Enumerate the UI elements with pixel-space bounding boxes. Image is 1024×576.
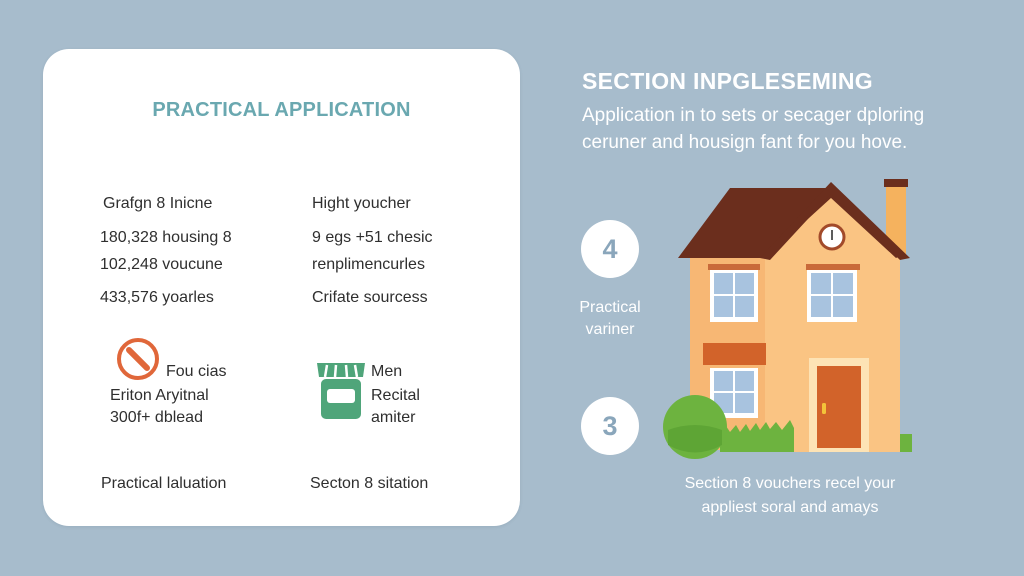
right-column-line-2: renplimencurles (312, 256, 425, 273)
section-title: SECTION INPGLESEMING (582, 68, 873, 94)
section-description: Application in to sets or secager dplori… (582, 102, 924, 156)
left-column-heading: Grafgn 8 Inicne (103, 195, 213, 212)
house-illustration (663, 179, 912, 459)
feature-left-label: Fou cias (166, 363, 227, 380)
right-column-line-1: 9 egs +51 chesic (312, 229, 433, 246)
bottom-caption: Section 8 vouchers recel your appliest s… (640, 472, 940, 520)
footer-left-text: Practical laluation (101, 475, 227, 492)
right-column-heading: Hight youcher (312, 195, 411, 212)
feature-right-line-1: Recital (371, 387, 420, 404)
description-line-2: ceruner and housign fant for you hove. (582, 132, 908, 153)
storefront-icon (317, 363, 365, 419)
description-line-1: Application in to sets or secager dplori… (582, 105, 925, 126)
feature-right-line-2: amiter (371, 409, 416, 426)
left-column-line-3: 433,576 yoarles (100, 289, 214, 306)
step-4-label-line-2: variner (585, 321, 635, 338)
feature-left-line-2: 300f+ dblead (110, 409, 203, 426)
practical-application-card: PRACTICAL APPLICATION Grafgn 8 Inicne 18… (43, 49, 520, 526)
caption-line-1: Section 8 vouchers recel your (684, 475, 896, 492)
step-4-label: Practical variner (565, 297, 655, 341)
right-column-line-3: Crifate sourcess (312, 289, 428, 306)
footer-right-text: Secton 8 sitation (310, 475, 429, 492)
feature-right-label: Men (371, 363, 403, 380)
card-title: PRACTICAL APPLICATION (152, 99, 411, 121)
caption-line-2: appliest soral and amays (701, 499, 879, 516)
no-entry-icon (117, 338, 159, 380)
step-4-label-line-1: Practical (579, 299, 641, 316)
step-4-badge: 4 (581, 220, 639, 278)
left-column-line-1: 180,328 housing 8 (100, 229, 232, 246)
left-column-line-2: 102,248 voucune (100, 256, 223, 273)
feature-left-line-1: Eriton Aryitnal (110, 387, 209, 404)
step-3-badge: 3 (581, 397, 639, 455)
